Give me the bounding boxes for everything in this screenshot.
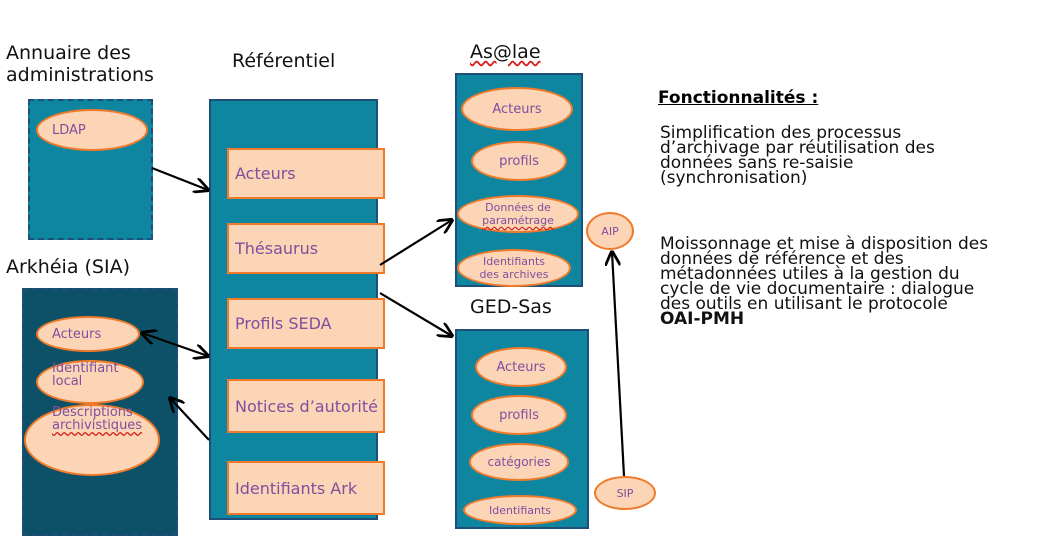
asalae-profils-node[interactable]: profils [471, 141, 567, 181]
asalae-identifiants-node[interactable]: Identifiants des archives [457, 249, 571, 287]
asalae-box: Acteurs profils Données de paramétrage I… [455, 73, 583, 287]
referentiel-label: Référentiel [232, 50, 336, 72]
para2-line-5: des outils en utilisant le protocole [660, 294, 948, 314]
ref-acteurs[interactable]: Acteurs [227, 148, 385, 199]
ref-thesaurus[interactable]: Thésaurus [227, 223, 385, 274]
sip-node[interactable]: SIP [594, 476, 656, 510]
donnees-line-2: paramétrage [482, 214, 554, 227]
annuaire-label-text: Annuaire des administrations [6, 42, 154, 86]
identifiant-line-1: Identifiant [52, 361, 119, 376]
para2-line-4: cycle de vie documentaire : dialogue [660, 279, 975, 299]
ged-profils-node[interactable]: profils [471, 395, 567, 435]
ldap-node[interactable]: LDAP [36, 109, 148, 151]
asalae-label-text: As@lae [470, 41, 541, 63]
para1-line-4: (synchronisation) [660, 168, 808, 188]
descriptions-line-1: Descriptions [52, 405, 133, 420]
arrow-ref-to-ged [379, 292, 452, 336]
fonctionnalites-panel: Fonctionnalités : [658, 89, 1028, 107]
ref-profils-seda[interactable]: Profils SEDA [227, 298, 385, 349]
gedsas-label: GED-Sas [470, 296, 552, 318]
aip-node[interactable]: AIP [586, 212, 634, 250]
fonctionnalites-para1: Simplification des processus d’archivage… [660, 123, 1030, 188]
fonctionnalites-para2: Moissonnage et mise à disposition des do… [660, 234, 1035, 329]
para1-line-1: Simplification des processus [660, 123, 902, 143]
para2-line-3: métadonnées utiles à la gestion du [660, 264, 960, 284]
annuaire-box: LDAP [28, 99, 153, 240]
asalae-donnees-node[interactable]: Données de paramétrage [457, 195, 579, 233]
para2-line-2: données de référence et des [660, 249, 904, 269]
para1-line-2: d’archivage par réutilisation des [660, 138, 935, 158]
ged-identifiants-node[interactable]: Identifiants [463, 495, 577, 525]
ref-notices[interactable]: Notices d’autorité [227, 379, 385, 433]
gedsas-box: Acteurs profils catégories Identifiants [455, 329, 589, 529]
para1-line-3: données sans re-saisie [660, 153, 854, 173]
arkheia-box: Acteurs Identifiant local Descriptions a… [22, 288, 178, 536]
referentiel-box: Acteurs Thésaurus Profils SEDA Notices d… [209, 99, 385, 520]
identifiant-line-2: local [52, 374, 83, 389]
donnees-line-1: Données de [485, 201, 551, 214]
arrow-ref-to-asalae [379, 220, 452, 266]
arkheia-descriptions-node[interactable]: Descriptions archivistiques [24, 404, 160, 476]
asalae-label: As@lae [470, 41, 541, 63]
fonctionnalites-heading: Fonctionnalités : [658, 88, 819, 108]
identifiants-line-1: Identifiants [482, 255, 546, 268]
ged-acteurs-node[interactable]: Acteurs [475, 347, 567, 387]
arrow-sip-to-aip [612, 252, 626, 477]
para2-line-1: Moissonnage et mise à disposition des [660, 234, 989, 254]
asalae-acteurs-node[interactable]: Acteurs [461, 87, 573, 131]
oai-pmh-text: OAI-PMH [660, 309, 745, 329]
ref-identifiants-ark[interactable]: Identifiants Ark [227, 461, 385, 515]
ged-categories-node[interactable]: catégories [469, 443, 569, 481]
arkheia-label: Arkhéia (SIA) [6, 256, 130, 278]
descriptions-line-2: archivistiques [52, 418, 143, 433]
arrow-ldap-to-ref [151, 166, 208, 190]
identifiants-line-2: des archives [479, 268, 549, 281]
arkheia-acteurs-node[interactable]: Acteurs [36, 316, 140, 352]
arkheia-identifiant-node[interactable]: Identifiant local [36, 360, 144, 404]
annuaire-label: Annuaire des administrations [6, 42, 156, 86]
